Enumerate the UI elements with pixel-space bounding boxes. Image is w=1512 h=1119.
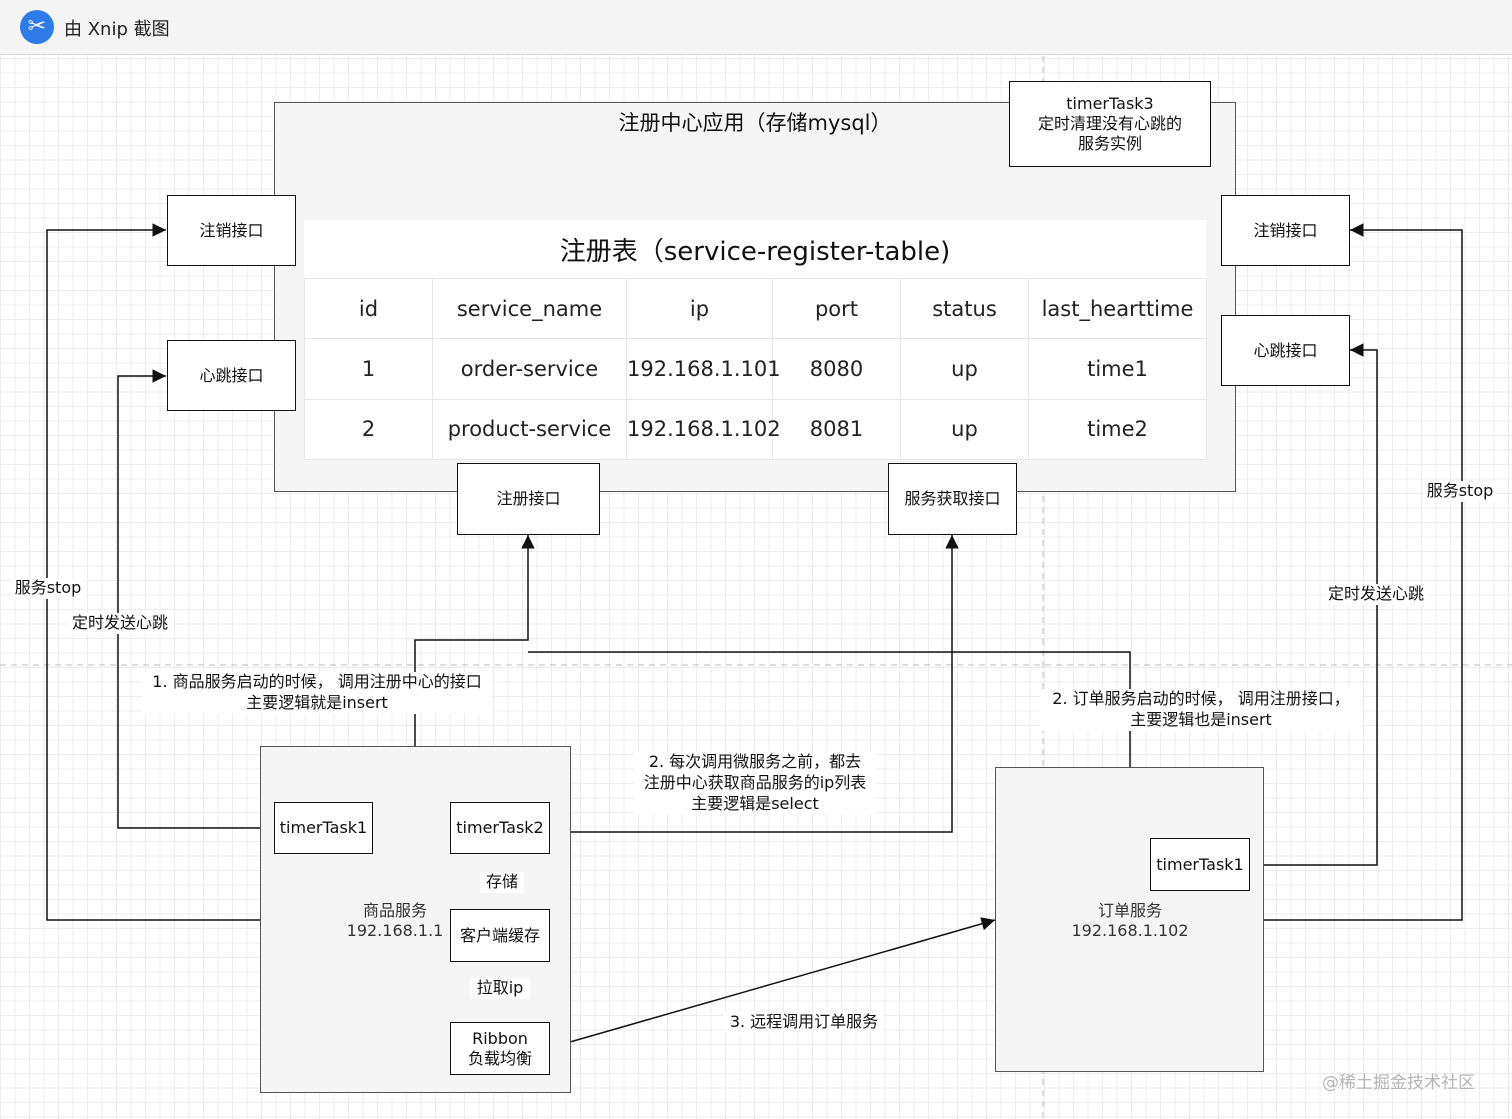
ribbon-line2: 负载均衡 [467,1048,532,1068]
step2-order-line1: 2. 订单服务启动的时候， 调用注册接口， [1052,689,1350,708]
table-row: 2 product-service 192.168.1.102 8081 up … [304,398,1207,461]
header-id: id [304,277,433,340]
left-heartbeat-label: 定时发送心跳 [68,613,172,634]
heartbeat-interface-right: 心跳接口 [1221,315,1350,386]
table-row: 1 order-service 192.168.1.101 8080 up ti… [304,338,1207,400]
step3-label: 3. 远程调用订单服务 [724,1012,884,1033]
cell-status: up [900,338,1029,400]
cell-port: 8081 [772,398,901,461]
product-timer-task1: timerTask1 [274,802,373,854]
right-stop-label: 服务stop [1424,481,1496,502]
cell-ip: 192.168.1.102 [626,398,781,461]
product-service-ip: 192.168.1.1 [346,921,444,940]
step1-line1: 1. 商品服务启动的时候， 调用注册中心的接口 [152,672,482,691]
watermark: @稀土掘金技术社区 [1322,1073,1475,1093]
table-header-row: id service_name ip port status last_hear… [304,277,1207,340]
cell-service-name: order-service [432,338,627,400]
product-timer-task2: timerTask2 [450,802,550,854]
left-stop-label: 服务stop [12,578,84,599]
edge-order-heartbeat [1249,343,1378,866]
step2-fetch-line2: 注册中心获取商品服务的ip列表 [643,772,867,792]
edge-product-register [414,535,535,746]
table-title: 注册表（service-register-table) [304,220,1206,278]
edge-fetch-discovery [570,535,959,833]
step2-order-label: 2. 订单服务启动的时候， 调用注册接口， 主要逻辑也是insert [1040,689,1362,731]
pull-ip-label: 拉取ip [470,978,530,999]
edge-product-stop [46,223,260,921]
cell-last-hearttime: time1 [1028,338,1207,400]
edge-product-heartbeat [117,369,274,829]
ribbon-line1: Ribbon [472,1028,528,1048]
order-service-panel [995,767,1264,1072]
scissors-icon[interactable]: ✂ [20,10,54,44]
deregister-interface-right: 注销接口 [1221,195,1350,266]
timer-task3-line2: 定时清理没有心跳的 [1037,114,1182,133]
timer-task3-line1: timerTask3 [1066,94,1154,113]
header-service-name: service_name [432,277,627,340]
deregister-interface-left: 注销接口 [167,195,296,266]
cell-port: 8080 [772,338,901,400]
app-title: 由 Xnip 截图 [64,19,170,40]
edge-remote-call [569,917,996,1043]
cell-service-name: product-service [432,398,627,461]
ribbon-box: Ribbon 负载均衡 [450,1022,550,1075]
step2-fetch-line3: 主要逻辑是select [691,793,819,813]
step1-line2: 主要逻辑就是insert [246,692,388,712]
store-label: 存储 [480,872,524,893]
cell-ip: 192.168.1.101 [626,338,781,400]
order-timer-task1: timerTask1 [1150,838,1250,891]
header-status: status [900,277,1029,340]
header-port: port [772,277,901,340]
registry-title: 注册中心应用（存储mysql） [618,111,892,135]
right-heartbeat-label: 定时发送心跳 [1324,584,1428,605]
register-interface: 注册接口 [457,463,600,535]
cell-id: 2 [304,398,433,461]
cell-status: up [900,398,1029,461]
order-service-ip: 192.168.1.102 [1071,921,1189,940]
step2-order-line2: 主要逻辑也是insert [1130,709,1272,729]
register-table: id service_name ip port status last_hear… [304,277,1207,461]
order-service-name: 订单服务 [1097,901,1162,920]
edge-order-stop [1264,223,1463,921]
step1-label: 1. 商品服务启动的时候， 调用注册中心的接口 主要逻辑就是insert [142,672,492,714]
timer-task3-line3: 服务实例 [1077,134,1142,153]
cell-id: 1 [304,338,433,400]
step2-fetch-label: 2. 每次调用微服务之前，都去 注册中心获取商品服务的ip列表 主要逻辑是sel… [634,752,876,815]
header-ip: ip [626,277,773,340]
timer-task3-box: timerTask3 定时清理没有心跳的 服务实例 [1009,81,1211,167]
product-service-name: 商品服务 [362,901,427,920]
cell-last-hearttime: time2 [1028,398,1207,461]
title-bar: ✂ 由 Xnip 截图 [0,0,1512,55]
step2-fetch-line1: 2. 每次调用微服务之前，都去 [648,752,862,771]
discovery-interface: 服务获取接口 [888,463,1017,535]
header-last-hearttime: last_hearttime [1028,277,1207,340]
client-cache-box: 客户端缓存 [450,909,550,962]
heartbeat-interface-left: 心跳接口 [167,340,296,411]
